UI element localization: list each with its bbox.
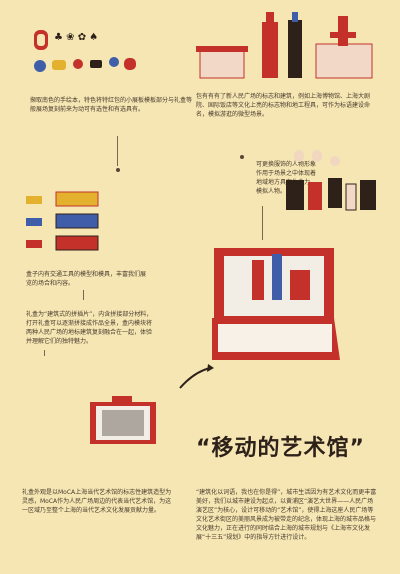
svg-text:♣ ❀ ✿ ♠: ♣ ❀ ✿ ♠: [54, 32, 98, 43]
bottom-left-caption: 礼盒外观是以MoCA上海当代艺术馆的标志性建筑造型为灵感，MoCA作为人民广场周…: [22, 489, 172, 514]
connector-line: [117, 136, 118, 166]
top-left-caption: 撷取南色的手绘本，特色将特红包的小展板模板部分与礼盒等般展场复刻前来为动可有选性…: [30, 97, 193, 113]
figure-set-icon: [286, 148, 381, 218]
connector-line: [262, 206, 263, 240]
suitcase-icon: [88, 394, 158, 448]
connector-dot: [240, 155, 244, 159]
left-middle-caption: 盒子内有交通工具的模型和模具，丰富我们展览的场合和内容。: [26, 271, 147, 287]
connector-dot: [116, 168, 120, 172]
arrow-icon: [176, 362, 216, 392]
connector-line: [83, 290, 84, 300]
vehicle-set-icon: [26, 188, 106, 256]
page-title: “移动的艺术馆”: [196, 436, 365, 461]
bottom-right-caption: “建筑化以词语，我也在你是得”，城市生活因为有艺术文化而更丰富美好，我们以城市建…: [196, 489, 377, 541]
ornament-set-icon: ♣ ❀ ✿ ♠: [32, 26, 142, 86]
gift-box-icon: [212, 240, 342, 380]
left-lower-caption: 礼盒为“建筑式的拼插片”，内含拼接部分材料，打开礼盒可以逐渐拼接成作品全景，盒内…: [26, 311, 153, 345]
connector-line: [44, 350, 45, 356]
top-right-caption: 包有有有了新人民广场的标志和建筑，例如上海博物馆、上海大剧院、国际饭店等文化上亮…: [196, 93, 371, 118]
building-set-icon: [196, 10, 376, 85]
